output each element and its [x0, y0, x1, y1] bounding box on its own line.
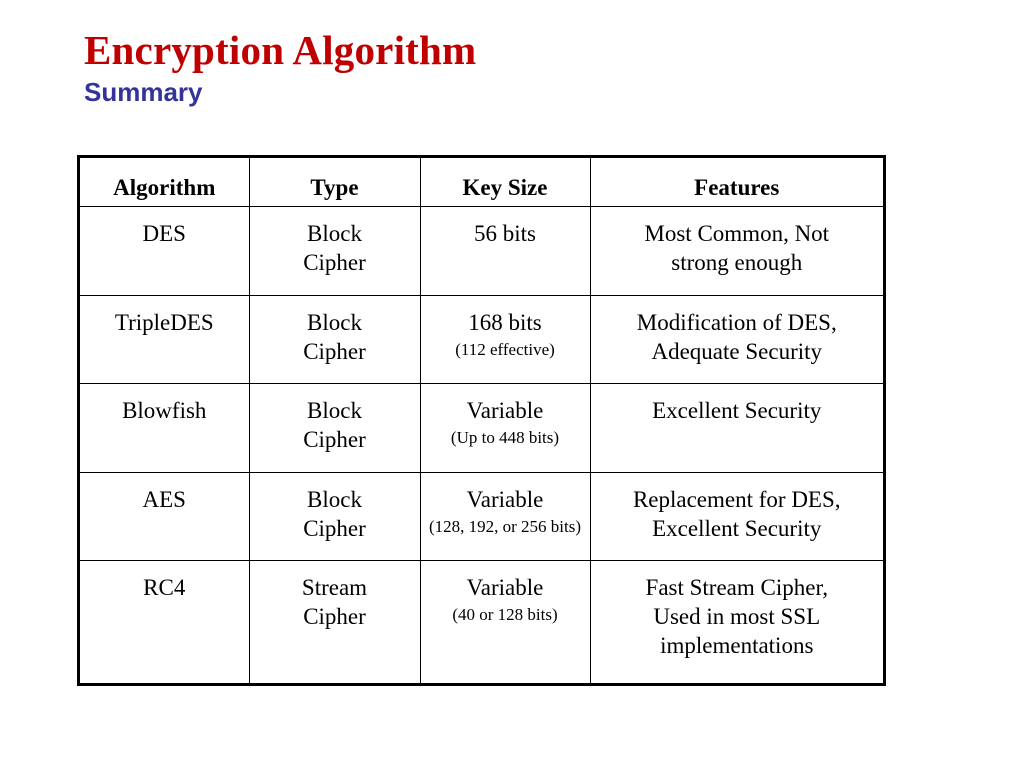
key-size-note: (Up to 448 bits)	[450, 428, 560, 448]
type-line-2: Cipher	[303, 515, 366, 541]
algorithm-name: DES	[142, 221, 186, 246]
cell-type: Stream Cipher	[248, 560, 421, 683]
key-size-main: 168 bits	[468, 309, 542, 335]
feature-line-2: Excellent Security	[652, 515, 822, 541]
feature-line-2: Used in most SSL	[653, 604, 821, 630]
algorithm-name: TripleDES	[114, 309, 214, 335]
page-title: Encryption Algorithm	[84, 27, 477, 73]
feature-line-1: Most Common, Not	[644, 221, 830, 246]
cell-type: Block Cipher	[248, 294, 421, 385]
cell-features: Replacement for DES, Excellent Security	[589, 471, 883, 562]
cell-algorithm: TripleDES	[80, 294, 250, 385]
cell-type: Block Cipher	[248, 206, 421, 296]
column-header-features-label: Features	[694, 175, 780, 200]
feature-line-1: Replacement for DES,	[632, 486, 841, 512]
cell-type: Block Cipher	[248, 471, 421, 562]
cell-key-size: Variable (128, 192, or 256 bits)	[419, 471, 591, 562]
column-header-algorithm: Algorithm	[80, 158, 250, 207]
column-header-type-label: Type	[310, 175, 359, 200]
table-row: DES Block Cipher 56 bits Most	[80, 206, 883, 296]
key-size-note: (128, 192, or 256 bits)	[428, 516, 582, 536]
type-line-1: Block	[307, 221, 362, 246]
cell-algorithm: AES	[80, 471, 250, 562]
column-header-key-size: Key Size	[419, 158, 591, 207]
algorithm-name: RC4	[143, 575, 186, 601]
key-size-note: (40 or 128 bits)	[452, 605, 558, 625]
type-line-1: Stream	[301, 575, 368, 601]
cell-features: Excellent Security	[589, 383, 883, 473]
type-line-2: Cipher	[303, 338, 366, 364]
feature-line-3: implementations	[660, 633, 814, 659]
summary-table: Algorithm Type Key Size Features DES	[80, 158, 883, 683]
column-header-type: Type	[248, 158, 421, 207]
key-size-main: Variable	[466, 398, 544, 424]
cell-features: Fast Stream Cipher, Used in most SSL imp…	[589, 560, 883, 683]
feature-line-1: Modification of DES,	[636, 309, 837, 335]
cell-algorithm: RC4	[80, 560, 250, 683]
algorithm-name: AES	[142, 486, 186, 512]
cell-key-size: 168 bits (112 effective)	[419, 294, 591, 385]
slide-title-block: Encryption Algorithm Summary	[84, 26, 904, 108]
type-line-2: Cipher	[303, 250, 366, 275]
feature-line-2: Adequate Security	[651, 338, 823, 364]
type-line-1: Block	[307, 398, 362, 424]
type-line-1: Block	[307, 309, 362, 335]
page-subtitle: Summary	[84, 77, 203, 107]
key-size-note: (112 effective)	[455, 339, 555, 359]
column-header-algorithm-label: Algorithm	[113, 175, 216, 200]
table-row: RC4 Stream Cipher Variable (40 or 128 bi…	[80, 560, 883, 683]
feature-line-1: Fast Stream Cipher,	[645, 575, 828, 601]
key-size-main: Variable	[466, 575, 544, 601]
table-header-row: Algorithm Type Key Size Features	[80, 158, 883, 207]
encryption-algorithm-table: Algorithm Type Key Size Features DES	[77, 155, 886, 686]
type-line-2: Cipher	[303, 427, 366, 453]
table-row: TripleDES Block Cipher 168 bits (112 eff…	[80, 294, 883, 385]
algorithm-name: Blowfish	[122, 398, 207, 424]
cell-algorithm: Blowfish	[80, 383, 250, 473]
type-line-1: Block	[307, 486, 362, 512]
table-row: AES Block Cipher Variable (128, 192, or …	[80, 471, 883, 562]
cell-key-size: Variable (40 or 128 bits)	[419, 560, 591, 683]
key-size-main: 56 bits	[474, 221, 536, 246]
cell-features: Modification of DES, Adequate Security	[589, 294, 883, 385]
cell-key-size: Variable (Up to 448 bits)	[419, 383, 591, 473]
cell-features: Most Common, Not strong enough	[589, 206, 883, 296]
type-line-2: Cipher	[303, 604, 366, 630]
column-header-features: Features	[589, 158, 883, 207]
cell-key-size: 56 bits	[419, 206, 591, 296]
feature-line-2: strong enough	[671, 250, 803, 275]
key-size-main: Variable	[466, 486, 544, 512]
cell-type: Block Cipher	[248, 383, 421, 473]
table-row: Blowfish Block Cipher Variable (Up to 44…	[80, 383, 883, 473]
column-header-key-size-label: Key Size	[462, 175, 548, 200]
cell-algorithm: DES	[80, 206, 250, 296]
feature-line-1: Excellent Security	[652, 398, 822, 424]
